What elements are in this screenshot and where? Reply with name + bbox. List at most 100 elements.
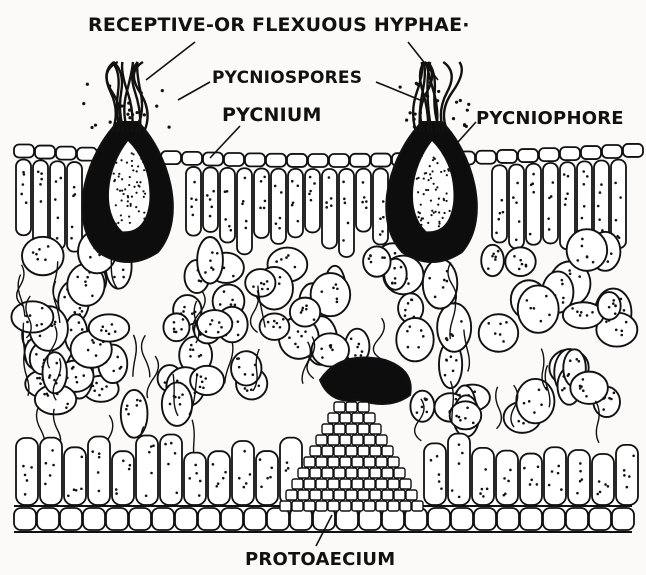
chloroplast-dot — [598, 480, 601, 483]
chloroplast-dot — [200, 280, 203, 283]
chloroplast-dot — [525, 264, 528, 267]
chloroplast-dot — [613, 392, 616, 395]
pycniospore-dot — [115, 223, 117, 225]
label-pycniospores: PYCNIOSPORES — [212, 70, 362, 87]
released-pycniospore — [108, 84, 111, 87]
chloroplast-dot — [195, 472, 198, 475]
pycniospore-dot — [442, 217, 444, 219]
pycniospore-dot — [423, 193, 425, 195]
pycniospore-dot — [438, 223, 440, 225]
protoaecium-cell — [382, 468, 393, 478]
palisade-cell — [237, 168, 252, 254]
chloroplast-dot — [25, 201, 28, 204]
protoaecium-cell — [334, 446, 345, 456]
pycniospore-dot — [448, 170, 450, 172]
chloroplast-dot — [23, 173, 26, 176]
protoaecium-cell — [310, 490, 321, 500]
chloroplast-dot — [360, 354, 363, 357]
released-pycniospore — [463, 124, 466, 127]
chloroplast-dot — [379, 233, 382, 236]
chloroplast-dot — [59, 177, 62, 180]
chloroplast-dot — [22, 183, 25, 186]
chloroplast-dot — [562, 297, 565, 300]
protoaecium-cell — [340, 457, 351, 467]
chloroplast-dot — [108, 333, 111, 336]
chloroplast-dot — [66, 403, 69, 406]
chloroplast-dot — [182, 310, 185, 313]
pycniospore-dot — [130, 205, 132, 207]
chloroplast-dot — [451, 334, 454, 337]
pycniospore-dot — [144, 164, 146, 166]
chloroplast-dot — [578, 275, 581, 278]
protoaecium-cell — [328, 501, 339, 511]
lower-epidermis-cell — [451, 508, 473, 530]
chloroplast-dot — [65, 406, 68, 409]
upper-epidermis-cell — [56, 147, 76, 160]
chloroplast-dot — [300, 335, 303, 338]
palisade-cell — [526, 164, 541, 245]
protoaecium-cell — [304, 479, 315, 489]
chloroplast-dot — [267, 321, 270, 324]
chloroplast-dot — [26, 321, 29, 324]
protoaecium — [280, 358, 423, 512]
mesophyll-cell — [518, 285, 559, 332]
upper-epidermis-cell — [539, 148, 559, 161]
chloroplast-dot — [288, 336, 291, 339]
chloroplast-dot — [552, 181, 555, 184]
chloroplast-dot — [22, 171, 25, 174]
released-pycniospore — [414, 112, 417, 115]
pycniospore-dot — [117, 222, 119, 224]
chloroplast-dot — [582, 389, 585, 392]
chloroplast-dot — [105, 385, 108, 388]
label-pycniophore: PYCNIOPHORE — [476, 110, 624, 128]
pycniospore-dot — [132, 169, 134, 171]
lower-cell — [232, 441, 254, 505]
protoaecium-cell — [322, 468, 333, 478]
pycniospore-dot — [430, 177, 432, 179]
pycniospore-dot — [446, 174, 448, 176]
released-pycniospore — [121, 104, 124, 107]
protoaecium-cell — [298, 490, 309, 500]
pycniospore-dot — [445, 192, 447, 194]
chloroplast-dot — [98, 452, 101, 455]
leader-hyphae-left — [146, 42, 195, 80]
chloroplast-dot — [48, 376, 51, 379]
released-pycniospore — [437, 90, 440, 93]
chloroplast-dot — [206, 194, 209, 197]
protoaecium-cell — [304, 501, 315, 511]
intercellular-hypha — [142, 335, 150, 377]
chloroplast-dot — [458, 443, 461, 446]
protoaecium-cell — [412, 501, 423, 511]
chloroplast-dot — [241, 203, 244, 206]
released-pycniospore — [434, 121, 437, 124]
chloroplast-dot — [216, 252, 219, 255]
chloroplast-dot — [528, 400, 531, 403]
upper-epidermis-cell — [14, 145, 34, 158]
chloroplast-dot — [494, 332, 497, 335]
protoaecium-cell — [340, 479, 351, 489]
lower-epidermis-cell — [428, 508, 450, 530]
chloroplast-dot — [40, 200, 43, 203]
protoaecium-cell — [358, 424, 369, 434]
chloroplast-dot — [625, 321, 628, 324]
chloroplast-dot — [291, 204, 294, 207]
pycniospore-dot — [143, 212, 145, 214]
chloroplast-dot — [458, 462, 461, 465]
chloroplast-dot — [275, 260, 278, 263]
chloroplast-dot — [614, 182, 617, 185]
chloroplast-dot — [210, 206, 213, 209]
chloroplast-dot — [518, 220, 521, 223]
chloroplast-dot — [273, 320, 276, 323]
protoaecium-cell — [340, 501, 351, 511]
chloroplast-dot — [217, 482, 220, 485]
chloroplast-dot — [537, 465, 540, 468]
chloroplast-dot — [54, 198, 57, 201]
protoaecium-cell — [376, 501, 387, 511]
chloroplast-dot — [209, 323, 212, 326]
chloroplast-dot — [566, 192, 569, 195]
chloroplast-dot — [192, 348, 195, 351]
chloroplast-dot — [81, 310, 84, 313]
chloroplast-dot — [561, 389, 564, 392]
chloroplast-dot — [36, 324, 39, 327]
upper-epidermis-cell — [518, 149, 538, 162]
